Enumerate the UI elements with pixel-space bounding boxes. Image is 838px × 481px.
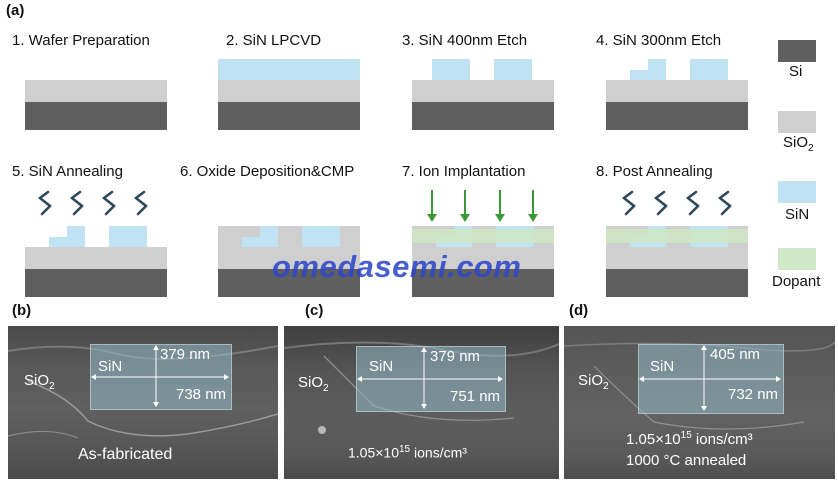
ion-arrow-icon [427, 190, 538, 222]
sin-block [109, 226, 147, 247]
caption: As-fabricated [78, 446, 173, 463]
dopant-layer [412, 229, 554, 243]
legend-sin-swatch [778, 181, 816, 203]
sio2-label: SiO2 [24, 372, 55, 392]
panel-a-label: (a) [6, 2, 25, 19]
sin-label: SiN [650, 358, 675, 375]
panel-c-label: (c) [305, 302, 324, 319]
dimension-lines [639, 345, 781, 411]
legend-sio2-label: SiO2 [783, 134, 814, 154]
si-substrate [218, 102, 360, 130]
caption-2: 1000 °C annealed [626, 452, 747, 469]
panel-b-label: (b) [12, 302, 32, 319]
legend-sio2-swatch [778, 111, 816, 133]
legend-sin-label: SiN [785, 206, 810, 223]
width-label: 732 nm [728, 386, 779, 403]
sio2-layer [25, 247, 167, 269]
step-6-label: 6. Oxide Deposition&CMP [180, 163, 355, 180]
sio2-layer [606, 80, 748, 102]
step-7-label: 7. Ion Implantation [402, 163, 526, 180]
si-substrate [606, 269, 748, 297]
dopant-layer [606, 229, 748, 243]
sin-block [302, 226, 340, 247]
sin-slab [242, 237, 260, 247]
sin-block [432, 59, 470, 80]
sin-rib [648, 59, 666, 80]
legend-dopant-swatch [778, 248, 816, 270]
si-substrate [412, 102, 554, 130]
si-substrate [606, 102, 748, 130]
sio2-layer [218, 80, 360, 102]
sin-slab [630, 70, 648, 80]
sio2-label: SiO2 [298, 374, 329, 394]
sem-image-c: SiN 379 nm 751 nm SiO2 1.05×1015 ions/cm… [284, 326, 559, 479]
width-label: 751 nm [450, 388, 501, 405]
sio2-layer [412, 80, 554, 102]
heat-wave-icon [621, 190, 732, 216]
height-label: 379 nm [430, 348, 481, 365]
legend-si-swatch [778, 40, 816, 62]
height-label: 379 nm [160, 346, 211, 363]
sio2-label: SiO2 [578, 372, 609, 392]
si-substrate [25, 102, 167, 130]
si-substrate [25, 269, 167, 297]
sin-film [218, 59, 360, 80]
caption: 1.05×1015 ions/cm³ [348, 444, 467, 461]
height-label: 405 nm [710, 346, 761, 363]
si-substrate [218, 269, 360, 297]
step-3-label: 3. SiN 400nm Etch [402, 32, 528, 49]
sin-block [494, 59, 532, 80]
dimension-lines [357, 347, 503, 409]
sio2-layer [25, 80, 167, 102]
dimension-lines [91, 345, 229, 407]
caption: 1.05×1015 ions/cm³ [626, 430, 753, 448]
legend-si-label: Si [789, 63, 803, 80]
sin-label: SiN [98, 358, 123, 375]
sin-rib [67, 226, 85, 247]
step-2-label: 2. SiN LPCVD [226, 32, 322, 49]
sin-rib [260, 226, 278, 247]
width-label: 738 nm [176, 386, 227, 403]
sem-image-b: SiN 379 nm 738 nm SiO2 As-fabricated [8, 326, 278, 479]
watermark: omedasemi.com [272, 249, 522, 284]
step-4-label: 4. SiN 300nm Etch [596, 32, 722, 49]
sin-slab [49, 237, 67, 247]
sin-block [690, 59, 728, 80]
legend-dopant-label: Dopant [772, 273, 821, 290]
sem-image-d: SiN 405 nm 732 nm SiO2 1.05×1015 ions/cm… [564, 326, 835, 479]
step-8-label: 8. Post Annealing [596, 163, 713, 180]
si-substrate [412, 269, 554, 297]
heat-wave-icon [37, 190, 148, 216]
step-5-label: 5. SiN Annealing [12, 163, 123, 180]
panel-d-label: (d) [569, 302, 589, 319]
step-1-label: 1. Wafer Preparation [12, 32, 150, 49]
sin-label: SiN [369, 358, 394, 375]
